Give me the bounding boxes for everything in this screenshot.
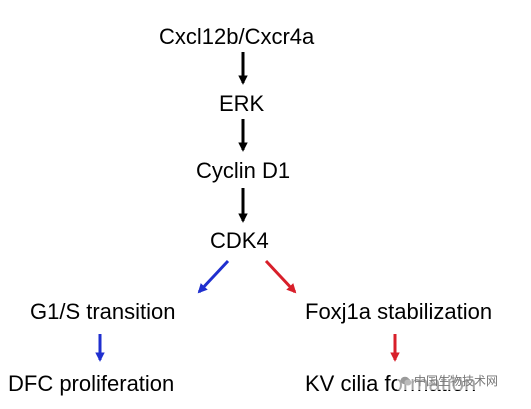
wechat-icon (400, 376, 412, 386)
node-cxcl12b-cxcr4a: Cxcl12b/Cxcr4a (159, 24, 315, 49)
node-dfc-proliferation: DFC proliferation (8, 371, 175, 396)
arrow-cdk4-to-g1s (197, 259, 230, 294)
node-erk: ERK (219, 91, 265, 116)
watermark: 中国生物技术网 (397, 371, 502, 390)
node-cdk4: CDK4 (210, 228, 269, 253)
node-foxj1a-stabilization: Foxj1a stabilization (305, 299, 493, 324)
watermark-text: 中国生物技术网 (414, 374, 499, 388)
node-cyclin-d1: Cyclin D1 (196, 158, 291, 183)
arrow-cdk4-to-foxj1a (264, 259, 297, 294)
node-g1s-transition: G1/S transition (30, 299, 176, 324)
